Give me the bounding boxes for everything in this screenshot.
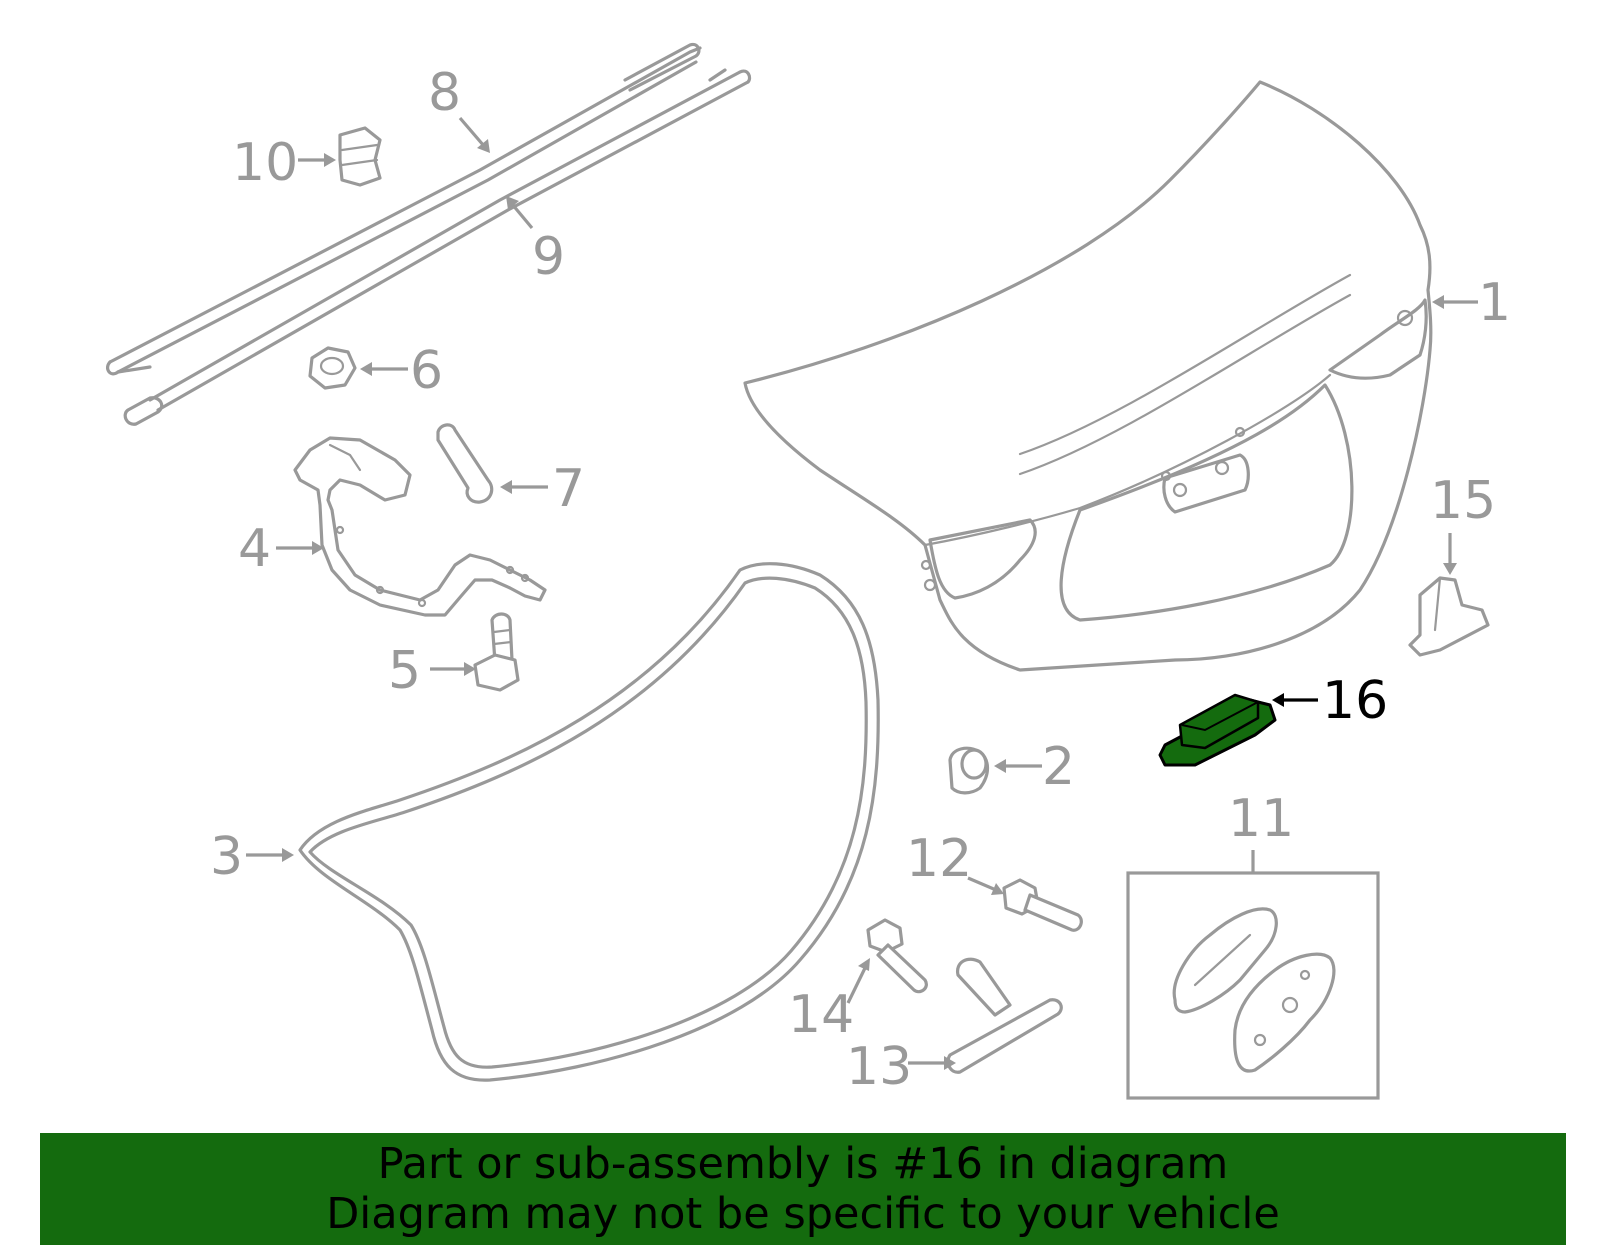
callout-12: 12 (906, 829, 972, 889)
part-1-trunk-lid (743, 80, 1433, 672)
leader-lines (246, 116, 1478, 1070)
part-3-weatherstrip (298, 562, 880, 1082)
part-15-bracket (1408, 576, 1490, 657)
banner-line-2: Diagram may not be specific to your vehi… (326, 1189, 1280, 1239)
callout-4: 4 (238, 519, 271, 579)
part-8-rod (105, 42, 702, 376)
callout-14: 14 (788, 985, 854, 1045)
footer-banner: Part or sub-assembly is #16 in diagram D… (40, 1133, 1566, 1245)
part-16-license-lamp (1158, 693, 1277, 767)
callout-1: 1 (1478, 273, 1511, 333)
part-10-clip (338, 126, 382, 187)
callout-9: 9 (532, 227, 565, 287)
callout-16: 16 (1322, 671, 1388, 731)
part-14-bolt (866, 918, 928, 994)
callout-10: 10 (232, 133, 298, 193)
part-5-bolt (473, 612, 520, 692)
callout-labels: 1 2 3 4 5 6 7 8 9 10 11 12 13 14 15 16 (210, 63, 1511, 1097)
callout-7: 7 (552, 459, 585, 519)
part-6-nut (308, 346, 357, 390)
callout-8: 8 (428, 63, 461, 123)
part-12-bolt (1002, 878, 1083, 932)
part-7-pin (436, 423, 494, 504)
callout-2: 2 (1042, 737, 1075, 797)
callout-15: 15 (1430, 471, 1496, 531)
callout-3: 3 (210, 827, 243, 887)
part-13-stop (946, 957, 1063, 1074)
part-2-grommet (948, 746, 990, 795)
part-11-latch (1126, 871, 1380, 1100)
callout-11: 11 (1228, 789, 1294, 849)
banner-line-1: Part or sub-assembly is #16 in diagram (377, 1139, 1229, 1189)
part-4-hinge (293, 436, 547, 617)
callout-5: 5 (388, 641, 421, 701)
callout-13: 13 (846, 1037, 912, 1097)
callout-6: 6 (410, 341, 443, 401)
